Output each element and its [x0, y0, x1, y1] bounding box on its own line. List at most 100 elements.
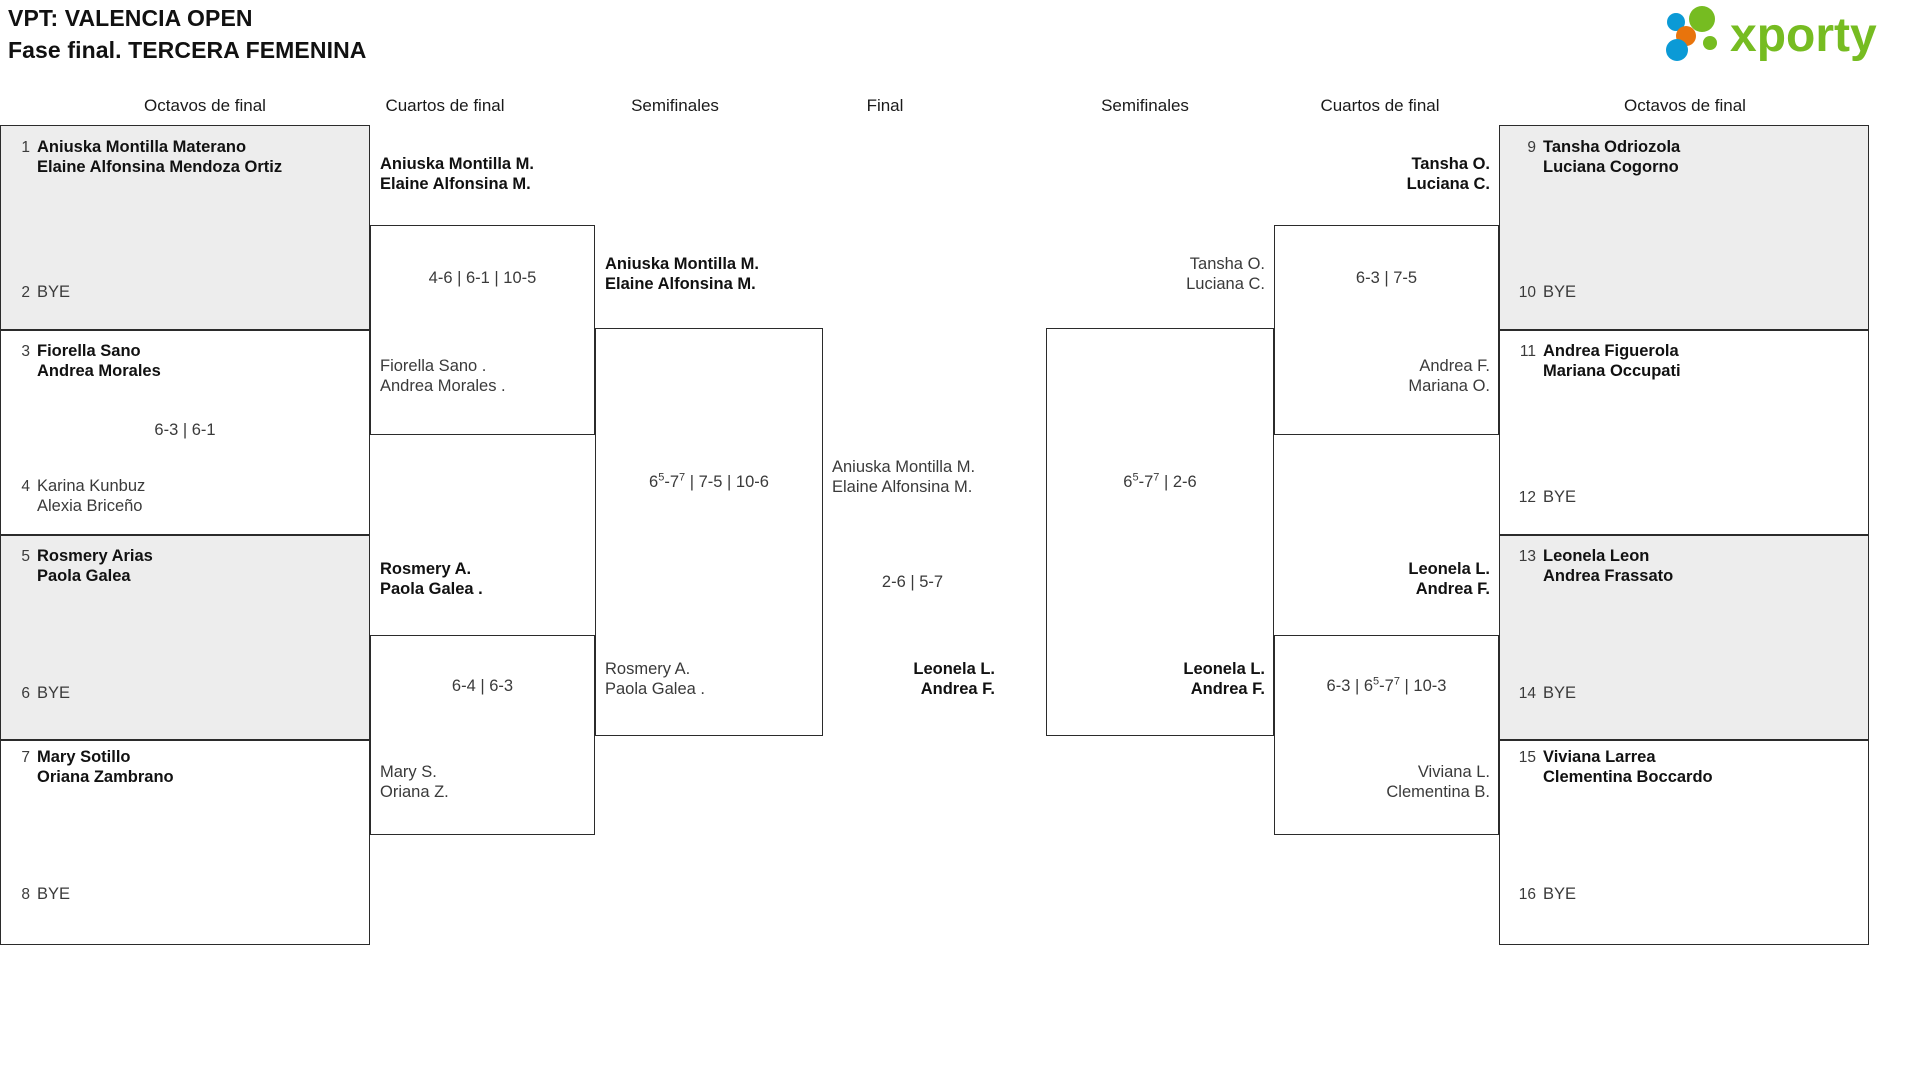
bracket-entry-seed-4[interactable]: 4 Karina Kunbuz Alexia Briceño	[8, 477, 145, 516]
player-name-2: Oriana Zambrano	[37, 767, 174, 786]
page-header: VPT: VALENCIA OPEN Fase final. TERCERA F…	[0, 0, 1920, 78]
player-name-1: Fiorella Sano .	[380, 357, 487, 375]
seed-number: 2	[21, 284, 30, 301]
bracket-entry-right-qf-1-bottom[interactable]: Andrea F. Mariana O.	[1330, 357, 1490, 396]
player-name-1: Andrea Figuerola	[1543, 342, 1679, 360]
match-cell-left-r16-1[interactable]	[0, 125, 370, 330]
player-name-2: Andrea F.	[1190, 679, 1265, 698]
seed-number: 13	[1518, 548, 1536, 565]
match-box-left-qf-2[interactable]	[370, 635, 595, 835]
bracket-entry-seed-12[interactable]: 12 BYE	[1510, 488, 1576, 508]
player-name-1: Leonela L.	[1408, 560, 1490, 578]
player-names: BYE	[37, 885, 70, 905]
match-box-left-sf[interactable]	[595, 328, 823, 736]
match-box-right-qf-2[interactable]	[1274, 635, 1499, 835]
bracket-entry-right-sf-bottom[interactable]: Leonela L. Andrea F.	[1100, 660, 1265, 699]
bracket-entry-final-bottom[interactable]: Leonela L. Andrea F.	[830, 660, 995, 699]
match-cell-left-r16-2[interactable]	[0, 330, 370, 535]
player-name-2: Alexia Briceño	[37, 496, 143, 515]
score-text: 6-3 | 65-77 | 10-3	[1326, 675, 1447, 695]
player-name-2: Andrea Morales	[37, 361, 161, 380]
seed-number: 1	[21, 139, 30, 156]
bracket-entry-left-qf-1-bottom[interactable]: Fiorella Sano . Andrea Morales .	[380, 357, 506, 396]
player-name-1: BYE	[37, 684, 71, 702]
xporty-logo-icon: xporty	[1666, 6, 1877, 62]
player-name-1: Andrea F.	[1419, 357, 1490, 375]
match-cell-left-r16-3[interactable]	[0, 535, 370, 740]
score-text: 6-3 | 6-1	[154, 421, 216, 439]
round-label-left-qf: Cuartos de final	[385, 96, 505, 115]
seed-number: 7	[21, 749, 30, 766]
round-label-right-sf: Semifinales	[1101, 96, 1189, 115]
round-label-right-qf: Cuartos de final	[1320, 96, 1440, 115]
bracket-entry-left-sf-top[interactable]: Aniuska Montilla M. Elaine Alfonsina M.	[605, 255, 759, 294]
player-names: BYE	[37, 283, 70, 303]
seed-number: 15	[1518, 749, 1536, 766]
match-cell-right-r16-4[interactable]	[1499, 740, 1869, 945]
player-name-2: Clementina Boccardo	[1543, 767, 1713, 786]
bracket-entry-seed-7[interactable]: 7 Mary Sotillo Oriana Zambrano	[8, 748, 174, 787]
player-name-1: Rosmery A.	[605, 660, 691, 678]
player-name-2: Luciana Cogorno	[1543, 157, 1679, 176]
match-box-right-qf-1[interactable]	[1274, 225, 1499, 435]
match-cell-right-r16-3[interactable]	[1499, 535, 1869, 740]
match-box-right-sf[interactable]	[1046, 328, 1274, 736]
bracket-entry-right-sf-top[interactable]: Tansha O. Luciana C.	[1100, 255, 1265, 294]
bracket-entry-right-qf-2-bottom[interactable]: Viviana L. Clementina B.	[1310, 763, 1490, 802]
bracket-entry-seed-8[interactable]: 8 BYE	[8, 885, 70, 905]
bracket-entry-seed-14[interactable]: 14 BYE	[1510, 684, 1576, 704]
player-name-2: Paola Galea .	[380, 579, 483, 598]
bracket-entry-seed-9[interactable]: 9 Tansha Odriozola Luciana Cogorno	[1510, 138, 1680, 177]
bracket-entry-left-qf-2-bottom[interactable]: Mary S. Oriana Z.	[380, 763, 449, 802]
bracket-entry-final-top[interactable]: Aniuska Montilla M. Elaine Alfonsina M.	[832, 458, 975, 497]
player-name-2: Paola Galea .	[605, 679, 705, 698]
seed-number: 6	[21, 685, 30, 702]
player-names: Leonela Leon Andrea Frassato	[1543, 547, 1673, 586]
round-label-final: Final	[866, 96, 904, 115]
player-name-1: Tansha Odriozola	[1543, 138, 1681, 156]
bracket-entry-seed-2[interactable]: 2 BYE	[8, 283, 70, 303]
bracket-entry-left-qf-1-top[interactable]: Aniuska Montilla M. Elaine Alfonsina M.	[380, 155, 534, 194]
player-name-1: BYE	[1543, 488, 1577, 506]
player-name-1: Rosmery Arias	[37, 547, 153, 565]
match-cell-left-r16-4[interactable]	[0, 740, 370, 945]
player-name-1: Leonela L.	[1183, 660, 1265, 678]
bracket-entry-seed-5[interactable]: 5 Rosmery Arias Paola Galea	[8, 547, 153, 586]
player-name-1: Fiorella Sano	[37, 342, 141, 360]
player-name-1: BYE	[37, 885, 71, 903]
score-text: 4-6 | 6-1 | 10-5	[428, 269, 537, 287]
player-name-1: Viviana Larrea	[1543, 748, 1656, 766]
match-score-left-qf-1: 4-6 | 6-1 | 10-5	[375, 268, 590, 288]
player-name-2: Mariana Occupati	[1543, 361, 1681, 380]
player-names: Tansha Odriozola Luciana Cogorno	[1543, 138, 1680, 177]
player-name-2: Elaine Alfonsina M.	[380, 174, 531, 193]
bracket-entry-right-qf-1-top[interactable]: Tansha O. Luciana C.	[1330, 155, 1490, 194]
bracket-entry-left-qf-2-top[interactable]: Rosmery A. Paola Galea .	[380, 560, 483, 599]
seed-number: 16	[1518, 886, 1536, 903]
score-text: 6-4 | 6-3	[451, 677, 514, 695]
match-box-left-qf-1[interactable]	[370, 225, 595, 435]
bracket-entry-seed-15[interactable]: 15 Viviana Larrea Clementina Boccardo	[1510, 748, 1713, 787]
player-name-2: Andrea Frassato	[1543, 566, 1674, 585]
bracket-entry-seed-3[interactable]: 3 Fiorella Sano Andrea Morales	[8, 342, 161, 381]
bracket-entry-seed-11[interactable]: 11 Andrea Figuerola Mariana Occupati	[1510, 342, 1681, 381]
player-name-1: Viviana L.	[1417, 763, 1490, 781]
score-text: 65-77 | 2-6	[1123, 471, 1197, 491]
match-cell-right-r16-1[interactable]	[1499, 125, 1869, 330]
bracket-entry-seed-10[interactable]: 10 BYE	[1510, 283, 1576, 303]
match-cell-right-r16-2[interactable]	[1499, 330, 1869, 535]
player-name-1: Karina Kunbuz	[37, 477, 146, 495]
player-name-2: Luciana C.	[1186, 274, 1265, 293]
bracket-entry-seed-1[interactable]: 1 Aniuska Montilla Materano Elaine Alfon…	[8, 138, 282, 177]
seed-number: 11	[1519, 343, 1536, 360]
bracket-entry-seed-16[interactable]: 16 BYE	[1510, 885, 1576, 905]
player-name-1: Tansha O.	[1411, 155, 1490, 173]
tournament-phase: Fase final. TERCERA FEMENINA	[8, 37, 367, 63]
xporty-logo[interactable]: xporty	[1658, 6, 1908, 64]
bracket-entry-seed-6[interactable]: 6 BYE	[8, 684, 70, 704]
player-name-1: Aniuska Montilla Materano	[37, 138, 247, 156]
bracket-entry-seed-13[interactable]: 13 Leonela Leon Andrea Frassato	[1510, 547, 1673, 586]
bracket-entry-right-qf-2-top[interactable]: Leonela L. Andrea F.	[1330, 560, 1490, 599]
bracket-entry-left-sf-bottom[interactable]: Rosmery A. Paola Galea .	[605, 660, 705, 699]
player-name-1: Leonela L.	[913, 660, 995, 678]
